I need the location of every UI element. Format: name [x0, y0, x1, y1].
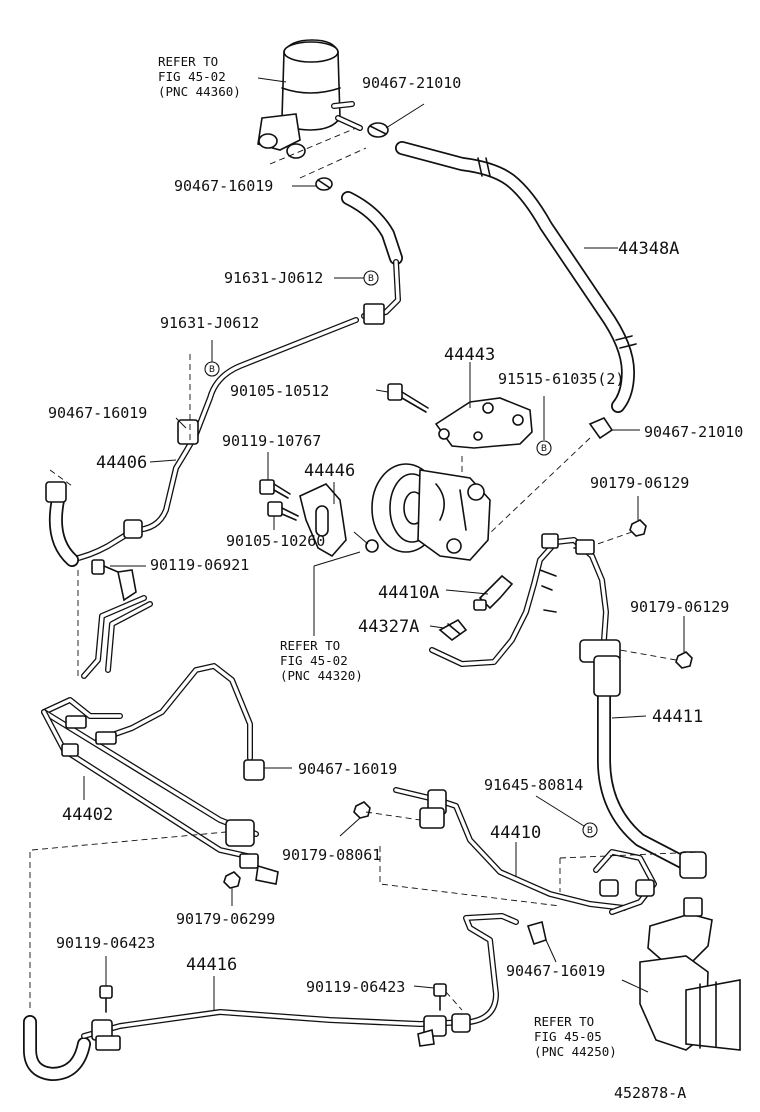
cooler-bracket — [81, 569, 153, 679]
hose-clamp-16019-mid — [243, 759, 265, 781]
label-90105-10260: 90105-10260 — [226, 532, 325, 550]
label-44348A: 44348A — [618, 239, 679, 259]
label-90179-08061: 90179-08061 — [282, 846, 381, 864]
label-90179-06129-b: 90179-06129 — [630, 598, 729, 616]
label-44402: 44402 — [62, 805, 113, 825]
power-steering-pump — [365, 463, 491, 561]
label-90179-06299: 90179-06299 — [176, 910, 275, 928]
steering-gear-housing — [639, 897, 741, 1051]
badge-b-2: B — [204, 340, 220, 377]
svg-text:B: B — [368, 274, 374, 284]
bolt-90119-06921 — [91, 559, 119, 575]
svg-text:B: B — [587, 826, 593, 836]
oil-cooler-44402 — [41, 663, 279, 885]
label-91515-61035: 91515-61035(2) — [498, 370, 624, 388]
svg-text:(PNC 44320): (PNC 44320) — [280, 668, 363, 683]
hose-clamp-16019-top — [315, 177, 333, 191]
return-tube-44416 — [23, 913, 519, 1081]
reference-note-45-02-bottom: REFER TO FIG 45-02 (PNC 44320) — [280, 638, 363, 683]
bolt-90119-10767 — [259, 479, 291, 499]
label-90467-21010-right: 90467-21010 — [644, 423, 743, 441]
nut-90179-06129-a — [629, 519, 647, 537]
label-44416: 44416 — [186, 955, 237, 975]
pressure-tube-44410 — [393, 787, 657, 915]
pump-bracket-44443 — [434, 397, 533, 449]
nut-90179-08061 — [353, 801, 371, 819]
label-90467-16019-left: 90467-16019 — [48, 404, 147, 422]
svg-text:B: B — [541, 444, 547, 454]
hose-clamp-top — [367, 122, 389, 138]
pressure-tube-44406 — [67, 317, 359, 563]
label-44411: 44411 — [652, 707, 703, 727]
svg-text:(PNC 44360): (PNC 44360) — [158, 84, 241, 99]
label-44410A: 44410A — [378, 583, 439, 603]
badge-b-3: B — [536, 396, 552, 456]
label-90105-10512: 90105-10512 — [230, 382, 329, 400]
hose-clamp-21010-right — [588, 417, 614, 440]
label-44327A: 44327A — [358, 617, 419, 637]
hose-clamp-16019-bottom — [526, 920, 547, 946]
label-44410: 44410 — [490, 823, 541, 843]
pressure-switch-44410A — [473, 574, 514, 611]
svg-text:FIG 45-02: FIG 45-02 — [280, 653, 348, 668]
svg-text:(PNC 44250): (PNC 44250) — [534, 1044, 617, 1059]
svg-text:REFER TO: REFER TO — [534, 1014, 594, 1029]
svg-text:FIG 45-05: FIG 45-05 — [534, 1029, 602, 1044]
label-90119-10767: 90119-10767 — [222, 432, 321, 450]
svg-text:FIG 45-02: FIG 45-02 — [158, 69, 226, 84]
label-44446: 44446 — [304, 461, 355, 481]
label-90119-06921: 90119-06921 — [150, 556, 249, 574]
svg-text:B: B — [209, 365, 215, 375]
reservoir-tank — [257, 39, 363, 159]
nut-90179-06129-b — [675, 651, 693, 669]
clip-44327A — [438, 618, 468, 642]
bolt-90119-06423-left — [99, 985, 113, 1013]
bolt-90105-10260 — [267, 501, 299, 521]
label-90179-06129-a: 90179-06129 — [590, 474, 689, 492]
label-90467-16019-top: 90467-16019 — [174, 177, 273, 195]
reference-note-45-02-top: REFER TO FIG 45-02 (PNC 44360) — [158, 54, 241, 99]
hose-end-left — [45, 481, 79, 567]
figure-id: 452878-A — [614, 1084, 686, 1102]
svg-text:REFER TO: REFER TO — [280, 638, 340, 653]
bolt-90105-10512 — [387, 383, 429, 413]
svg-text:REFER TO: REFER TO — [158, 54, 218, 69]
label-90467-21010-top: 90467-21010 — [362, 74, 461, 92]
reservoir-hose — [341, 191, 403, 319]
bolt-90119-06423-right — [433, 983, 447, 1011]
badge-b-1: B — [334, 270, 379, 286]
label-44443: 44443 — [444, 345, 495, 365]
label-91645-80814: 91645-80814 — [484, 776, 583, 794]
label-90119-06423-left: 90119-06423 — [56, 934, 155, 952]
label-91631-J0612-b: 91631-J0612 — [160, 314, 259, 332]
label-90467-16019-bottom: 90467-16019 — [506, 962, 605, 980]
label-91631-J0612-a: 91631-J0612 — [224, 269, 323, 287]
badge-b-4: B — [535, 795, 598, 838]
nut-90179-06299 — [223, 871, 241, 889]
label-90119-06423-right: 90119-06423 — [306, 978, 405, 996]
label-44406: 44406 — [96, 453, 147, 473]
reference-note-45-05: REFER TO FIG 45-05 (PNC 44250) — [534, 1014, 617, 1059]
return-hose-44348A — [395, 141, 637, 413]
label-90467-16019-mid: 90467-16019 — [298, 760, 397, 778]
pressure-hose-44411 — [429, 533, 707, 879]
